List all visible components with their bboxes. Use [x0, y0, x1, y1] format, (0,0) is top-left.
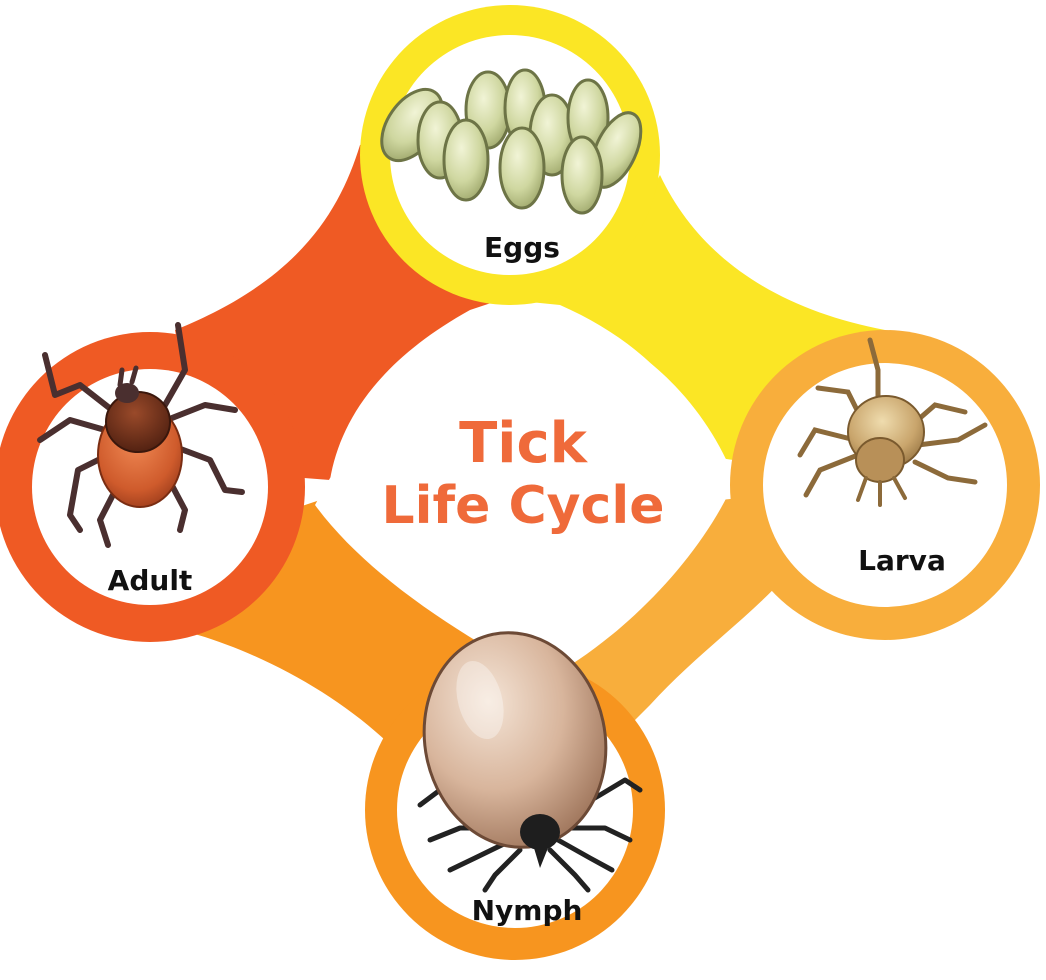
stage-eggs: Eggs — [360, 5, 660, 305]
eggs-label: Eggs — [484, 231, 560, 264]
adult-tick-icon — [37, 322, 245, 548]
larva-label: Larva — [858, 544, 946, 577]
adult-label: Adult — [108, 564, 193, 597]
title-line-1: Tick — [459, 411, 589, 476]
larva-disc — [763, 363, 1007, 607]
stage-adult: Adult — [0, 322, 305, 642]
larva-tick-icon — [797, 337, 988, 507]
nymph-tick-icon — [417, 631, 643, 893]
center-panel — [315, 305, 735, 680]
title-line-2: Life Cycle — [382, 476, 665, 536]
nymph-label: Nymph — [472, 894, 583, 927]
stage-nymph: Nymph — [365, 631, 665, 960]
stage-larva: Larva — [730, 330, 1040, 640]
eggs-cluster-icon — [380, 68, 643, 215]
